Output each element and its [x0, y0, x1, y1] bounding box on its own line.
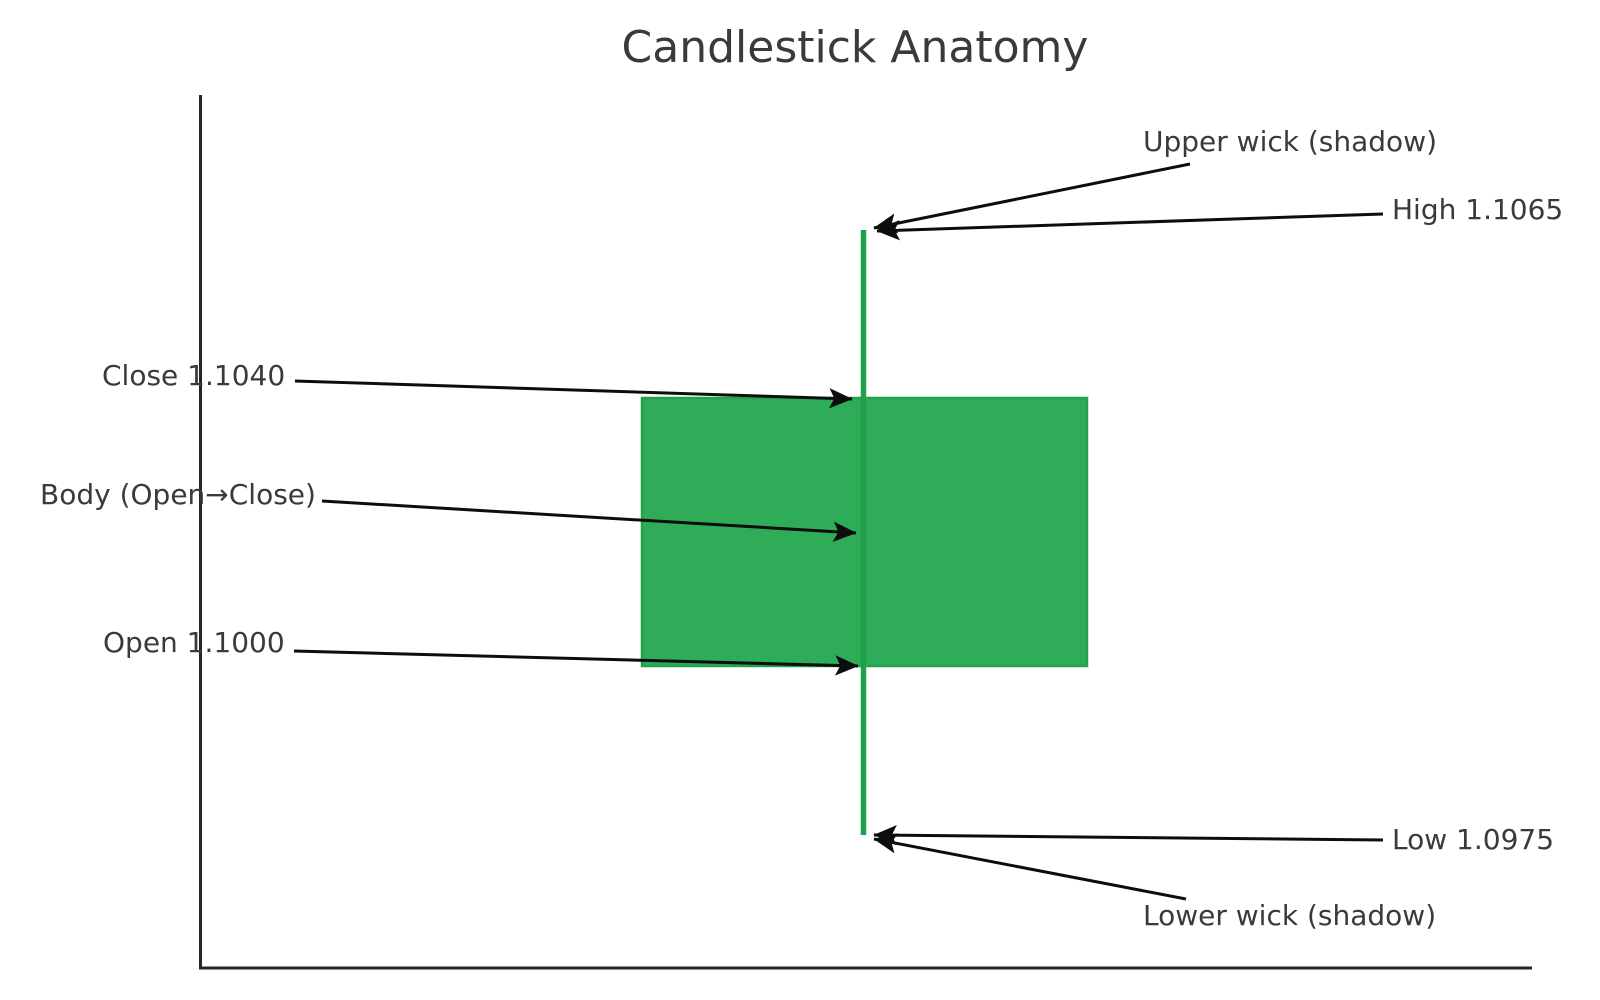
upper-wick-arrow	[873, 162, 1191, 234]
low-label: Low 1.0975	[1392, 823, 1554, 856]
body-arrow	[321, 499, 857, 542]
close-label: Close 1.1040	[102, 359, 285, 392]
high-arrow	[876, 212, 1384, 241]
open-label: Open 1.1000	[103, 626, 285, 659]
high-label: High 1.1065	[1392, 193, 1563, 226]
body-label: Body (Open→Close)	[40, 478, 316, 511]
lower-wick-arrow	[873, 833, 1187, 901]
lower-wick-label: Lower wick (shadow)	[1143, 899, 1436, 932]
low-arrow	[873, 825, 1384, 846]
open-arrow	[293, 649, 859, 676]
upper-wick-label: Upper wick (shadow)	[1143, 125, 1437, 158]
close-arrow	[294, 379, 853, 409]
chart-title: Candlestick Anatomy	[622, 22, 1089, 73]
